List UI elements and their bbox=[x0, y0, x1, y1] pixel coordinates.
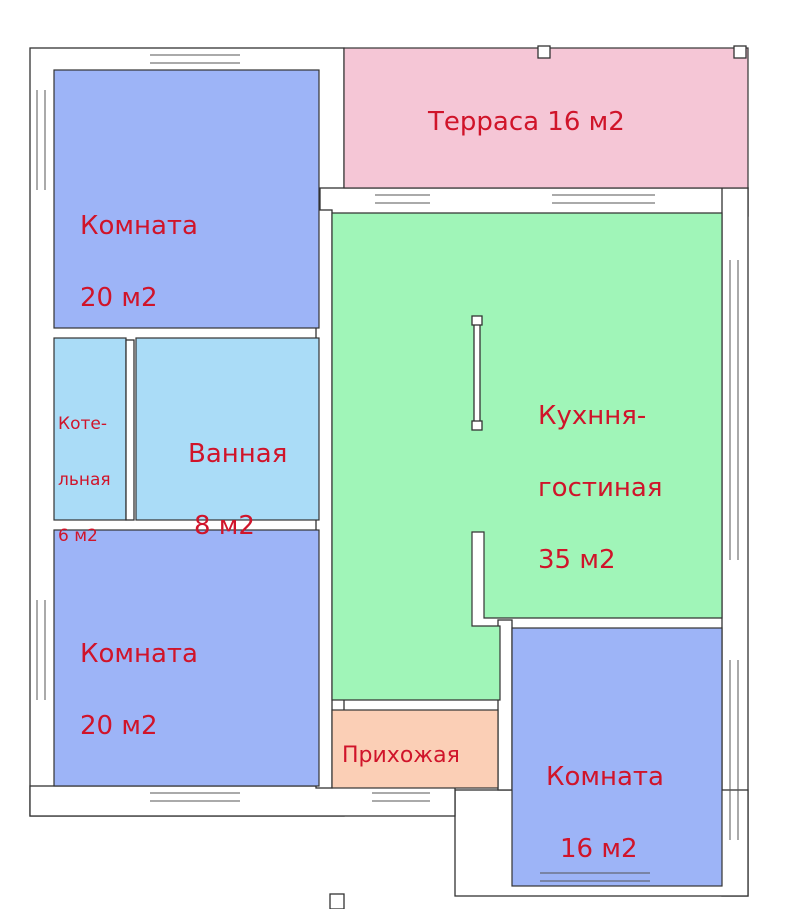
room-bottom-left-name: Комната bbox=[80, 639, 198, 669]
living-room-line2: гостиная bbox=[538, 473, 663, 503]
room-top-left-label: Комната 20 м2 bbox=[80, 172, 198, 352]
bathroom-area: 8 м2 bbox=[194, 511, 255, 541]
windows bbox=[36, 54, 739, 882]
boiler-room-label: Коте- льная 6 м2 bbox=[58, 382, 111, 578]
room-bottom-right-fill bbox=[511, 627, 723, 887]
room-bottom-left-fill bbox=[53, 529, 320, 787]
boiler-room-line3: 6 м2 bbox=[58, 526, 98, 546]
terrace-fill bbox=[343, 47, 749, 189]
hall-label: Прихожая bbox=[342, 743, 460, 768]
bathroom-label: Ванная 8 м2 bbox=[188, 400, 287, 580]
room-top-left-name: Комната bbox=[80, 211, 198, 241]
living-partition-cap-top bbox=[471, 315, 483, 326]
room-bottom-right-label: Комната 16 м2 bbox=[546, 723, 664, 903]
room-bottom-right-name: Комната bbox=[546, 762, 664, 792]
living-partition-cap-bottom bbox=[471, 420, 483, 431]
terrace-post-2 bbox=[733, 45, 747, 59]
boiler-room-line2: льная bbox=[58, 470, 111, 490]
hall-fill bbox=[331, 709, 499, 789]
room-bottom-right-area: 16 м2 bbox=[560, 834, 638, 864]
room-bottom-left-label: Комната 20 м2 bbox=[80, 600, 198, 780]
entrance-post bbox=[329, 893, 345, 909]
boiler-room-fill bbox=[53, 337, 127, 521]
terrace-post-1 bbox=[537, 45, 551, 59]
living-room-line1: Кухння- bbox=[538, 401, 647, 431]
living-room-line3: 35 м2 bbox=[538, 545, 616, 575]
partition-boiler-bath bbox=[125, 339, 135, 521]
boiler-room-line1: Коте- bbox=[58, 414, 107, 434]
outer-wall-terrace-strip bbox=[319, 187, 749, 217]
bathroom-fill bbox=[135, 337, 320, 521]
bathroom-name: Ванная bbox=[188, 439, 288, 469]
room-bottom-left-area: 20 м2 bbox=[80, 711, 158, 741]
living-room-fill bbox=[331, 212, 723, 701]
room-top-left-area: 20 м2 bbox=[80, 283, 158, 313]
living-partition-bar bbox=[473, 321, 481, 425]
room-top-left-fill bbox=[53, 69, 320, 329]
terrace-label: Терраса 16 м2 bbox=[428, 107, 625, 137]
living-room-label: Кухння- гостиная 35 м2 bbox=[538, 362, 662, 614]
